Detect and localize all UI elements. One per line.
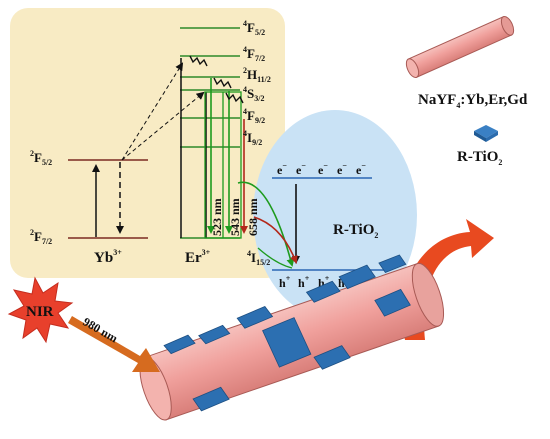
emission-658-label: 658 nm: [246, 198, 260, 236]
nanorod-assembly: [139, 254, 445, 421]
er-level-4f72-label: 4F7/2: [243, 45, 265, 63]
legend-rod-label: NaYF4:Yb,Er,Gd: [418, 92, 528, 110]
nir-beam-arrow: [68, 316, 160, 372]
tio2-platelets: [163, 254, 411, 412]
svg-text:e−: e−: [296, 161, 306, 177]
electrons-row: e− e− e− e− e−: [277, 161, 366, 177]
tio2-band-region: [253, 110, 417, 320]
nonradiative-zigzag-3: [225, 92, 244, 104]
er-level-4f52-label: 4F5/2: [243, 19, 265, 37]
svg-text:h+: h+: [298, 274, 310, 290]
yb-upper-level-label: 2F5/2: [30, 149, 52, 167]
energy-transfer-arrow-2: [121, 62, 184, 161]
nanorod-right-end: [411, 262, 445, 327]
legend-platelet-label: R-TiO2: [457, 149, 502, 167]
svg-text:h+: h+: [318, 274, 330, 290]
svg-text:e−: e−: [318, 161, 328, 177]
red-transfer-curve: [253, 216, 298, 264]
nonradiative-zigzag-2: [213, 77, 232, 89]
er-level-4s32-label: 4S3/2: [243, 85, 264, 103]
nir-label: NIR: [26, 304, 54, 320]
svg-text:e−: e−: [337, 161, 347, 177]
energy-transfer-arrow-1: [121, 91, 205, 161]
green-transfer-curve: [237, 181, 295, 267]
tio2-label: R-TiO2: [333, 222, 378, 240]
nonradiative-zigzag-1: [189, 55, 208, 67]
yb-ion-label: Yb3+: [94, 248, 122, 266]
energy-level-panel: [10, 8, 285, 278]
nir-burst-icon: [7, 276, 74, 344]
green-transfer-curve-2: [257, 247, 293, 269]
emission-523-label: 523 nm: [210, 198, 224, 236]
svg-text:e−: e−: [356, 161, 366, 177]
er-level-4i152-label: 4I15/2: [247, 249, 270, 267]
er-excitation-ladder: [180, 58, 207, 238]
legend-platelet: [474, 125, 498, 142]
emission-543-label: 543 nm: [228, 198, 242, 236]
er-level-4f92-label: 4F9/2: [243, 107, 265, 125]
er-level-2h112-label: 2H11/2: [243, 66, 271, 84]
er-ion-label: Er3+: [185, 248, 211, 266]
svg-text:h+: h+: [279, 274, 291, 290]
legend-rod: [405, 15, 515, 79]
er-level-4i92-label: 4I9/2: [243, 129, 262, 147]
yb-lower-level-label: 2F7/2: [30, 228, 52, 246]
svg-text:e−: e−: [277, 161, 287, 177]
